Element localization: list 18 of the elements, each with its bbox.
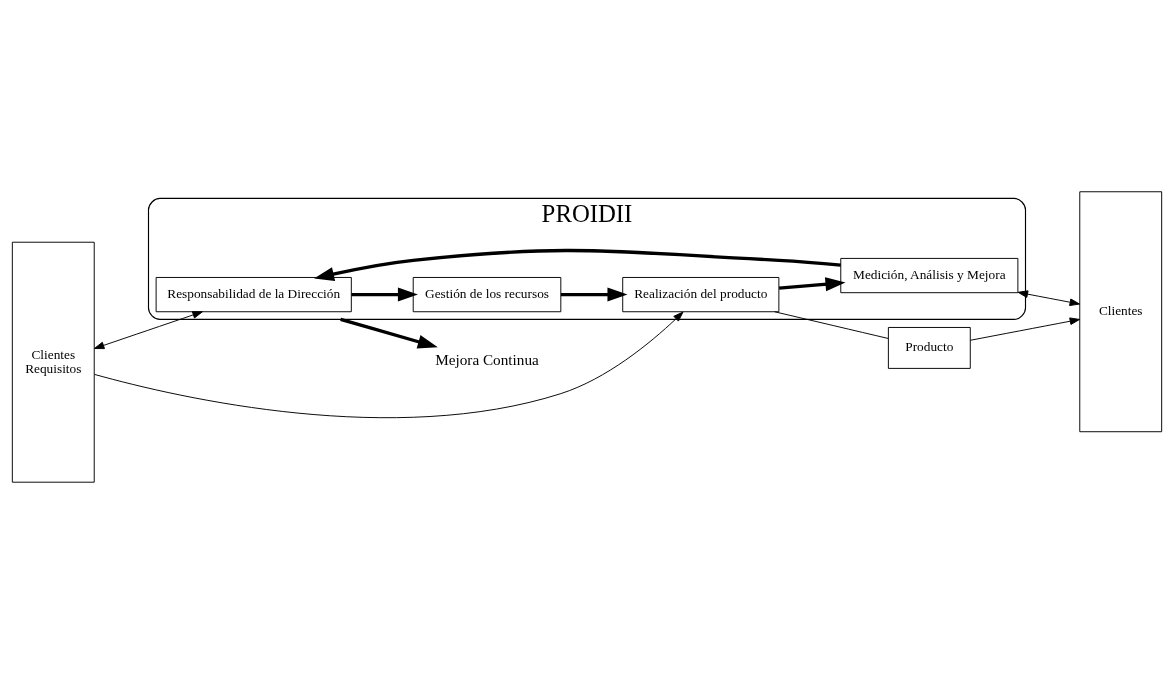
arrow xyxy=(560,287,628,302)
arrow xyxy=(1017,290,1081,307)
arrow xyxy=(970,317,1081,341)
node-box: Gestión de los recursos xyxy=(412,277,562,313)
arrow xyxy=(94,311,684,419)
arrow xyxy=(314,248,841,281)
node-box: Medición, Análisis y Mejora xyxy=(840,257,1019,294)
node-box: Clientes Requisitos xyxy=(11,241,95,483)
node-box: Realización del producto xyxy=(622,277,780,313)
node-box: Producto xyxy=(887,326,971,369)
node-box: Responsabilidad de la Dirección xyxy=(155,277,352,313)
arrow xyxy=(340,317,438,349)
connector xyxy=(774,311,889,339)
node-box: Clientes xyxy=(1079,191,1163,433)
node-text: Mejora Continua xyxy=(435,350,539,368)
arrow xyxy=(93,311,203,350)
arrow xyxy=(778,277,846,292)
arrow xyxy=(351,287,418,302)
